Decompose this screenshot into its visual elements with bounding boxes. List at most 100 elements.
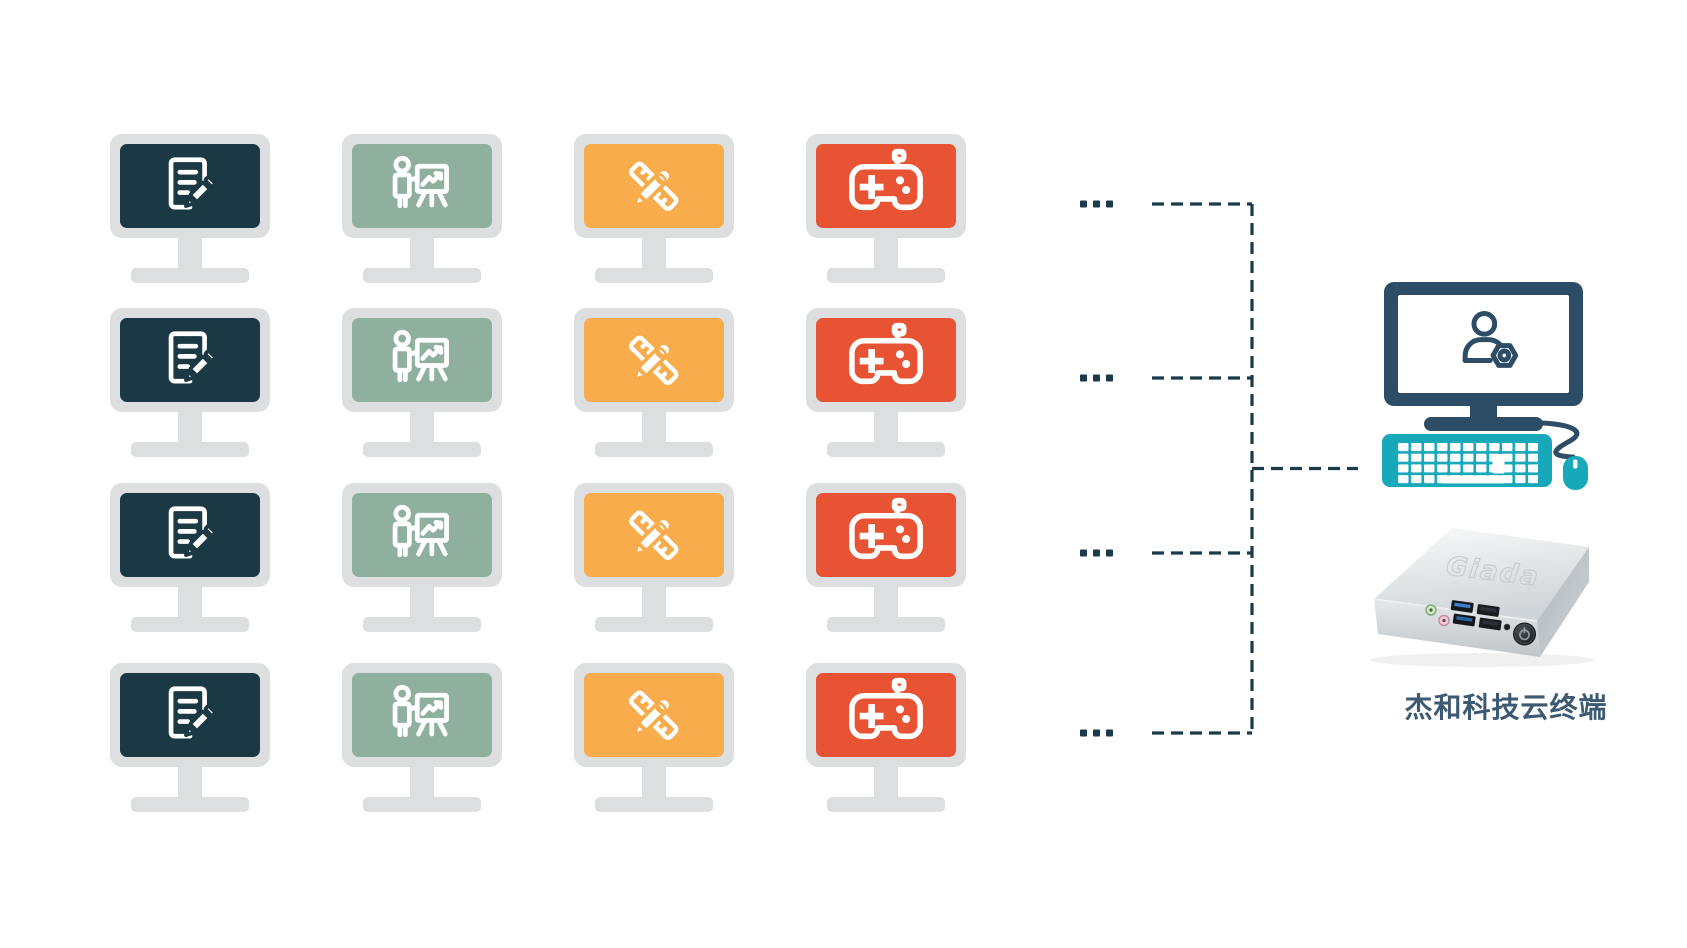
usb-ports [1450,600,1502,631]
monitor-stand-neck [874,587,898,617]
monitor-stand-base [827,797,945,812]
monitor-screen [816,673,956,757]
monitor-stand-base [131,268,249,283]
monitor-gaming [806,483,966,632]
monitor-gaming [806,134,966,283]
monitor-stand-base [363,268,481,283]
device-top-face [1374,528,1589,621]
monitor-screen [120,144,260,228]
computer-stand-neck [1470,406,1497,420]
monitor-stand-base [363,617,481,632]
monitor-stand-neck [410,412,434,442]
monitor-stand-base [131,617,249,632]
monitor-stand-base [131,442,249,457]
cloud-terminal-computer [1382,282,1588,490]
monitor-stand-neck [178,767,202,797]
monitor-screen [584,673,724,757]
monitor-screen [816,318,956,402]
monitor-screen [120,493,260,577]
monitor-stand-neck [642,412,666,442]
monitor-stand-neck [642,767,666,797]
monitor-stand-base [595,617,713,632]
device-shadow [1370,653,1594,667]
monitor-office [110,483,270,632]
monitor-stand-base [595,442,713,457]
monitor-stand-base [363,442,481,457]
monitor-screen [816,493,956,577]
ellipsis-dots [1080,200,1113,737]
monitor-bezel [574,483,734,587]
monitor-stand-neck [178,238,202,268]
monitor-bezel [110,483,270,587]
mouse-cable [1540,420,1580,460]
device-front-ports [1425,600,1536,646]
monitor-stand-neck [410,238,434,268]
monitor-bezel [574,134,734,238]
monitor-stand-base [595,268,713,283]
monitor-screen [584,144,724,228]
monitor-design [574,134,734,283]
monitor-bezel [806,663,966,767]
monitor-stand-base [363,797,481,812]
mini-pc-device: Giada [1370,528,1594,667]
monitor-office [110,308,270,457]
reset-hole [1503,623,1511,631]
monitor-screen [352,144,492,228]
monitor-stand-base [595,797,713,812]
monitor-screen [120,673,260,757]
monitor-presentation [342,663,502,812]
monitor-design [574,483,734,632]
monitor-office [110,663,270,812]
monitor-presentation [342,308,502,457]
device-label: 杰和科技云终端 [1404,691,1608,724]
monitor-stand-neck [178,587,202,617]
monitor-bezel [806,483,966,587]
monitor-stand-neck [642,238,666,268]
monitor-presentation [342,134,502,283]
monitor-stand-neck [874,412,898,442]
mouse [1563,456,1588,490]
monitor-bezel [110,663,270,767]
monitor-stand-neck [874,238,898,268]
monitor-bezel [574,663,734,767]
monitor-bezel [806,308,966,412]
power-button-icon [1513,622,1536,646]
audio-jack-hole [1429,608,1433,612]
monitor-bezel [110,308,270,412]
monitor-stand-base [827,442,945,457]
monitor-bezel [806,134,966,238]
enter-key [1492,454,1505,474]
monitor-bezel [342,663,502,767]
monitor-bezel [342,134,502,238]
monitor-screen [584,493,724,577]
monitor-design [574,308,734,457]
monitor-screen [352,493,492,577]
monitor-bezel [342,308,502,412]
mic-jack-hole [1442,618,1446,623]
monitor-presentation [342,483,502,632]
monitor-stand-base [131,797,249,812]
monitor-screen [816,144,956,228]
device-front-face [1374,599,1540,657]
monitor-stand-neck [410,767,434,797]
monitor-screen [120,318,260,402]
computer-stand-base [1424,417,1543,431]
monitor-stand-base [827,268,945,283]
monitor-screen [352,318,492,402]
monitor-stand-neck [874,767,898,797]
computer-screen [1398,295,1569,393]
mouse-scroll-notch [1573,459,1578,469]
monitor-bezel [110,134,270,238]
monitor-stand-neck [178,412,202,442]
monitor-screen [352,673,492,757]
device-right-face [1537,547,1589,657]
monitor-stand-neck [642,587,666,617]
monitor-gaming [806,663,966,812]
spacebar-key [1442,475,1505,484]
monitor-screen [584,318,724,402]
dashed-connector-lines [1152,202,1358,735]
monitor-gaming [806,308,966,457]
monitor-design [574,663,734,812]
